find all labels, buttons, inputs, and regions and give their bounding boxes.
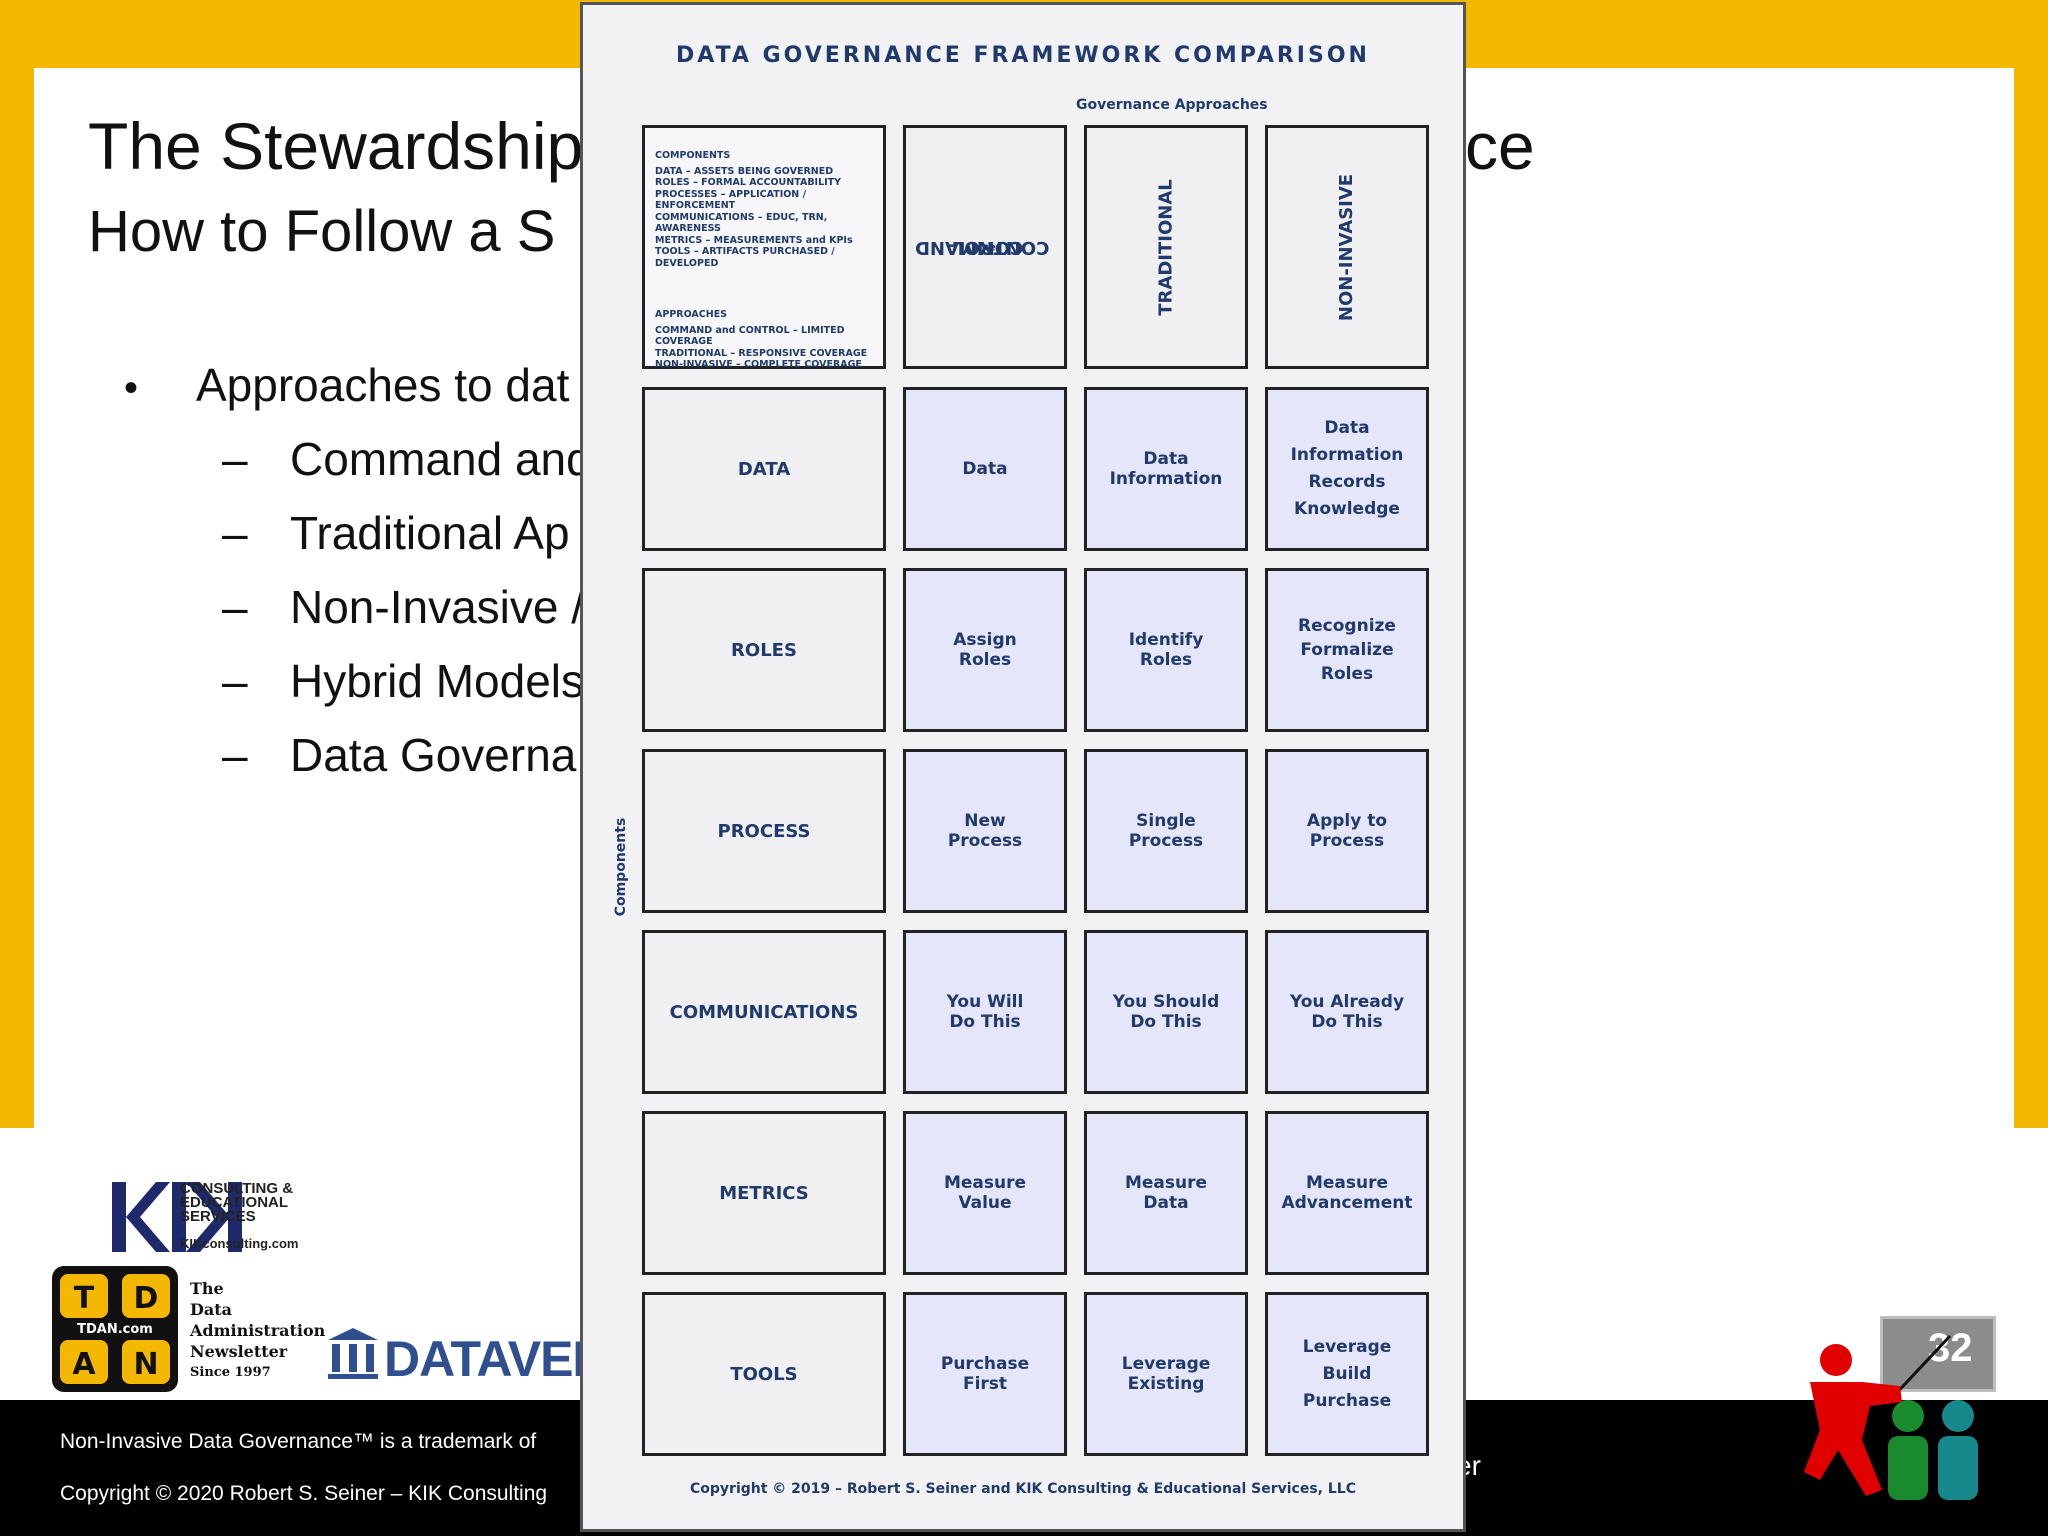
- approaches-axis-label: Governance Approaches: [1076, 97, 1268, 113]
- legend-spacer: [655, 269, 873, 309]
- slide-title-tail: ce: [1465, 109, 1535, 183]
- comparison-cell: Assign Roles: [903, 568, 1067, 732]
- comparison-cell: Identify Roles: [1084, 568, 1248, 732]
- tdan-letter: A: [72, 1347, 96, 1382]
- document-copyright: Copyright © 2019 – Robert S. Seiner and …: [690, 1481, 1356, 1497]
- kik-line: SERVICES: [180, 1208, 256, 1225]
- footer-copyright: Copyright © 2020 Robert S. Seiner – KIK …: [60, 1482, 548, 1505]
- row-header-roles: ROLES: [642, 568, 886, 732]
- comparison-cell: New Process: [903, 749, 1067, 913]
- comparison-cell: Measure Advancement: [1265, 1111, 1429, 1275]
- comparison-cell: Leverage Existing: [1084, 1292, 1248, 1456]
- sub-item: –Command and: [222, 432, 592, 486]
- comparison-cell: Data Information: [1084, 387, 1248, 551]
- row-header-communications: COMMUNICATIONS: [642, 930, 886, 1094]
- tdan-line: Newsletter: [190, 1342, 288, 1361]
- sub-item: –Non-Invasive /: [222, 580, 584, 634]
- comparison-cell: You Should Do This: [1084, 930, 1248, 1094]
- dash-glyph: –: [222, 581, 248, 633]
- comparison-cell: You Already Do This: [1265, 930, 1429, 1094]
- tdan-line: The: [190, 1279, 224, 1298]
- page-number-box: [1880, 1316, 1996, 1392]
- column-header-text: TRADITIONAL: [1155, 178, 1177, 316]
- right-accent-bar: [2014, 68, 2048, 1128]
- sub-item-text: Non-Invasive /: [290, 581, 585, 633]
- comparison-cell: Measure Value: [903, 1111, 1067, 1275]
- sub-item-text: Hybrid Models: [290, 655, 584, 707]
- comparison-cell: Apply to Process: [1265, 749, 1429, 913]
- footer-trademark: Non-Invasive Data Governance™ is a trade…: [60, 1430, 537, 1453]
- legend-approaches-heading: APPROACHES: [655, 309, 728, 320]
- comparison-cell: Data Information Records Knowledge: [1265, 387, 1429, 551]
- legend-box: COMPONENTS DATA – ASSETS BEING GOVERNED …: [642, 125, 886, 370]
- kik-logo: [112, 1182, 242, 1252]
- kik-line: CONSULTING &: [180, 1180, 294, 1197]
- legend-approach-item: COMMAND and CONTROL – LIMITED COVERAGE: [655, 324, 845, 348]
- dataversity-building-icon: [328, 1328, 378, 1379]
- legend-component-item: COMMUNICATIONS – EDUC, TRN, AWARENESS: [655, 211, 828, 235]
- dash-glyph: –: [222, 655, 248, 707]
- legend-approach-item: NON-INVASIVE – COMPLETE COVERAGE: [655, 359, 862, 370]
- column-header-non-invasive: NON-INVASIVE: [1265, 125, 1429, 369]
- tdan-line: Administration: [190, 1321, 326, 1340]
- row-header-metrics: METRICS: [642, 1111, 886, 1275]
- header-part: CONTROL: [952, 236, 1050, 258]
- sub-item: –Hybrid Models: [222, 654, 584, 708]
- bullet-text: Approaches to dat: [196, 359, 570, 411]
- kik-url: KIKconsulting.com: [180, 1236, 299, 1251]
- bullet-item: • Approaches to dat: [124, 358, 569, 412]
- kik-tagline: CONSULTING & EDUCATIONAL SERVICES: [180, 1180, 294, 1225]
- row-header-tools: TOOLS: [642, 1292, 886, 1456]
- comparison-cell: Recognize Formalize Roles: [1265, 568, 1429, 732]
- dash-glyph: –: [222, 729, 248, 781]
- sub-item: –Data Governa: [222, 728, 576, 782]
- tdan-letter: D: [134, 1281, 159, 1316]
- components-axis-text: Components: [613, 817, 629, 917]
- tdan-tagline: The Data Administration Newsletter Since…: [190, 1278, 325, 1383]
- tdan-logo: T D A N TDAN.com: [52, 1266, 178, 1392]
- dataversity-logo-text: DATAVERS: [384, 1331, 584, 1387]
- comparison-cell: You Will Do This: [903, 930, 1067, 1094]
- dash-glyph: –: [222, 507, 248, 559]
- row-header-data: DATA: [642, 387, 886, 551]
- slide-title: The Stewardship: [88, 109, 584, 183]
- sub-item-text: Data Governa: [290, 729, 577, 781]
- legend-component-item: TOOLS – ARTIFACTS PURCHASED / DEVELOPED: [655, 246, 835, 269]
- sub-item: –Traditional Ap: [222, 506, 570, 560]
- legend-components-heading: COMPONENTS: [655, 150, 731, 161]
- document-title: DATA GOVERNANCE FRAMEWORK COMPARISON: [676, 43, 1370, 68]
- presenter-icon: [1804, 1334, 1978, 1500]
- kik-line: EDUCATIONAL: [180, 1194, 289, 1211]
- comparison-cell: Data: [903, 387, 1067, 551]
- tdan-letter: N: [133, 1347, 158, 1382]
- slide-subtitle: How to Follow a S: [88, 199, 556, 264]
- column-header-text: COMMAND and CONTROL: [915, 193, 1049, 301]
- comparison-cell: Single Process: [1084, 749, 1248, 913]
- comparison-cell: Leverage Build Purchase: [1265, 1292, 1429, 1456]
- comparison-cell: Measure Data: [1084, 1111, 1248, 1275]
- legend-approach-item: TRADITIONAL – RESPONSIVE COVERAGE: [655, 347, 868, 359]
- tdan-letter: T: [74, 1281, 95, 1316]
- framework-comparison-document: DATA GOVERNANCE FRAMEWORK COMPARISON Gov…: [580, 2, 1466, 1532]
- bullet-glyph: •: [124, 366, 139, 410]
- comparison-cell: Purchase First: [903, 1292, 1067, 1456]
- left-accent-bar: [0, 68, 34, 1128]
- sub-item-text: Traditional Ap: [290, 507, 570, 559]
- tdan-since: Since 1997: [190, 1365, 271, 1380]
- sub-item-text: Command and: [290, 433, 592, 485]
- legend-component-item: ROLES – FORMAL ACCOUNTABILITY: [655, 177, 842, 188]
- column-header-traditional: TRADITIONAL: [1084, 125, 1248, 369]
- column-header-text: NON-INVASIVE: [1336, 173, 1358, 321]
- dash-glyph: –: [222, 433, 248, 485]
- tdan-line: Data: [190, 1300, 232, 1319]
- components-axis-label: Components: [611, 815, 631, 935]
- tdan-com: TDAN.com: [77, 1322, 153, 1337]
- legend-component-item: METRICS – MEASUREMENTS and KPIs: [655, 234, 853, 246]
- legend-component-item: PROCESSES – APPLICATION / ENFORCEMENT: [655, 188, 807, 212]
- column-header-command-and-control: COMMAND and CONTROL: [903, 125, 1067, 369]
- row-header-process: PROCESS: [642, 749, 886, 913]
- legend-component-item: DATA – ASSETS BEING GOVERNED: [655, 165, 834, 177]
- page-number: 32: [1928, 1326, 1973, 1370]
